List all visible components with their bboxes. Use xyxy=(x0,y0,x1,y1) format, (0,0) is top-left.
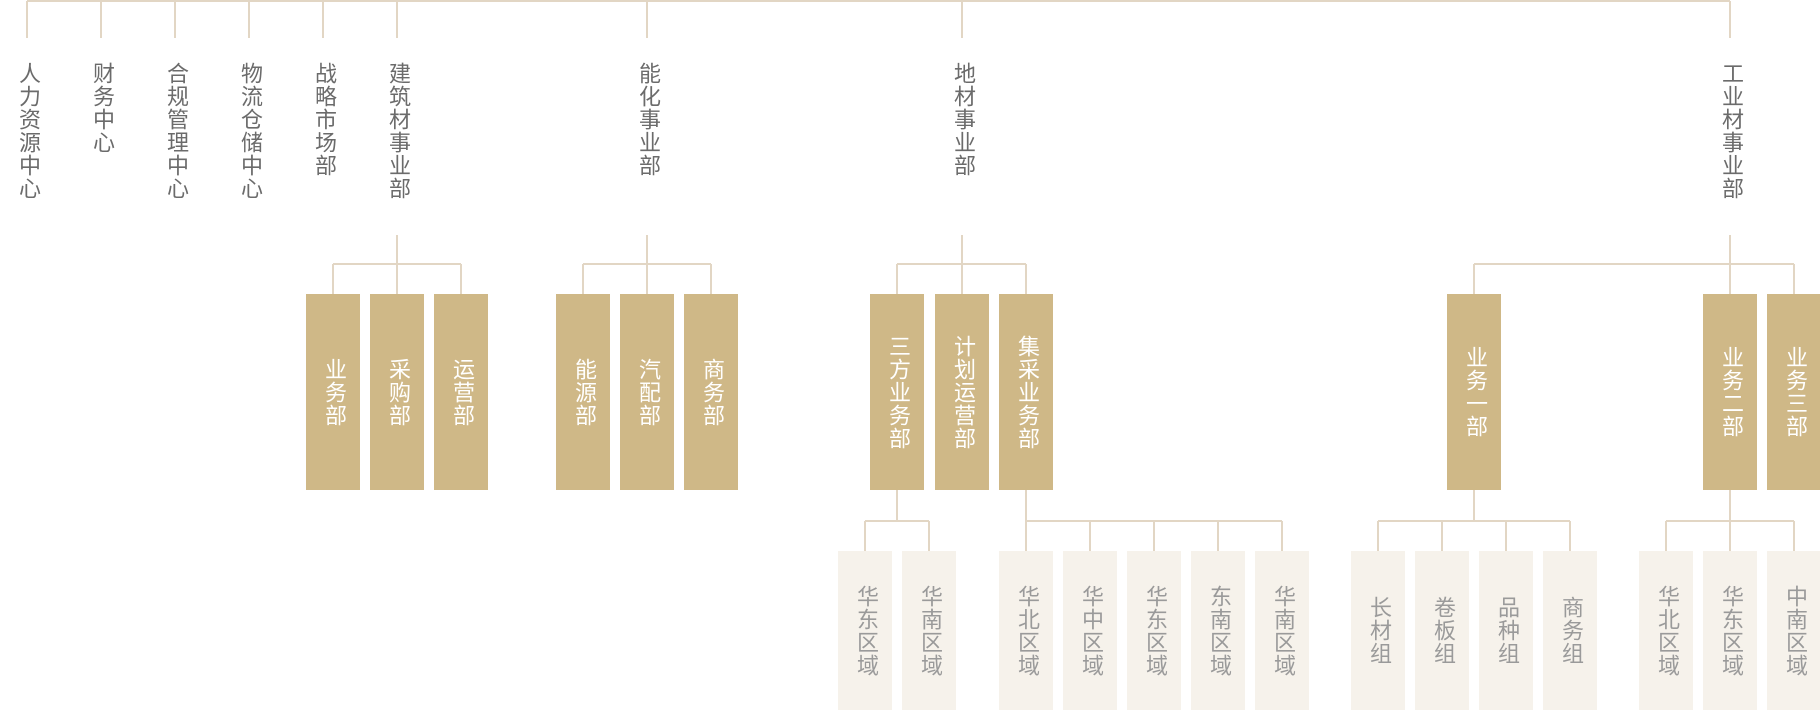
team-box: 华东区域 xyxy=(1703,551,1757,710)
top-unit-label: 战略市场部 xyxy=(311,62,336,177)
team-label: 华东区域 xyxy=(1142,584,1167,677)
top-unit-label: 能化事业部 xyxy=(635,62,660,177)
department-box: 集采业务部 xyxy=(999,294,1053,490)
team-label: 华东区域 xyxy=(853,584,878,677)
team-box: 中南区域 xyxy=(1767,551,1820,710)
team-box: 商务组 xyxy=(1543,551,1597,710)
department-label: 计划运营部 xyxy=(950,334,975,450)
team-label: 华北区域 xyxy=(1014,584,1039,677)
department-box: 业务一部 xyxy=(1447,294,1501,490)
department-label: 运营部 xyxy=(449,357,474,427)
department-box: 计划运营部 xyxy=(935,294,989,490)
department-label: 三方业务部 xyxy=(885,334,910,450)
team-label: 长材组 xyxy=(1366,596,1391,665)
team-box: 华南区域 xyxy=(1255,551,1309,710)
team-box: 华北区域 xyxy=(1639,551,1693,710)
team-label: 品种组 xyxy=(1494,596,1519,665)
team-label: 卷板组 xyxy=(1430,596,1455,665)
department-box: 商务部 xyxy=(684,294,738,490)
department-label: 采购部 xyxy=(385,357,410,427)
team-box: 华北区域 xyxy=(999,551,1053,710)
team-label: 华中区域 xyxy=(1078,584,1103,677)
department-box: 能源部 xyxy=(556,294,610,490)
team-label: 华南区域 xyxy=(917,584,942,677)
team-box: 华东区域 xyxy=(1127,551,1181,710)
department-label: 商务部 xyxy=(699,357,724,427)
department-label: 业务部 xyxy=(321,357,346,427)
department-box: 业务三部 xyxy=(1767,294,1820,490)
team-label: 中南区域 xyxy=(1782,584,1807,677)
department-box: 采购部 xyxy=(370,294,424,490)
team-box: 长材组 xyxy=(1351,551,1405,710)
department-label: 汽配部 xyxy=(635,357,660,427)
team-box: 华南区域 xyxy=(902,551,956,710)
department-box: 业务二部 xyxy=(1703,294,1757,490)
department-box: 业务部 xyxy=(306,294,360,490)
department-box: 运营部 xyxy=(434,294,488,490)
department-label: 能源部 xyxy=(571,357,596,427)
department-label: 业务三部 xyxy=(1782,346,1807,438)
top-unit-label: 地材事业部 xyxy=(950,62,975,177)
department-box: 汽配部 xyxy=(620,294,674,490)
department-box: 三方业务部 xyxy=(870,294,924,490)
top-unit-label: 人力资源中心 xyxy=(15,62,40,200)
team-label: 华南区域 xyxy=(1270,584,1295,677)
team-label: 东南区域 xyxy=(1206,584,1231,677)
team-box: 卷板组 xyxy=(1415,551,1469,710)
top-unit-label: 工业材事业部 xyxy=(1718,62,1743,200)
top-unit-label: 合规管理中心 xyxy=(163,62,188,200)
top-unit-label: 物流仓储中心 xyxy=(237,62,262,200)
team-label: 商务组 xyxy=(1558,596,1583,665)
team-label: 华东区域 xyxy=(1718,584,1743,677)
team-box: 东南区域 xyxy=(1191,551,1245,710)
team-box: 华中区域 xyxy=(1063,551,1117,710)
team-box: 华东区域 xyxy=(838,551,892,710)
team-label: 华北区域 xyxy=(1654,584,1679,677)
top-unit-label: 财务中心 xyxy=(89,62,114,154)
top-unit-label: 建筑材事业部 xyxy=(385,62,410,200)
department-label: 业务二部 xyxy=(1718,346,1743,438)
department-label: 集采业务部 xyxy=(1014,334,1039,450)
team-box: 品种组 xyxy=(1479,551,1533,710)
department-label: 业务一部 xyxy=(1462,346,1487,438)
